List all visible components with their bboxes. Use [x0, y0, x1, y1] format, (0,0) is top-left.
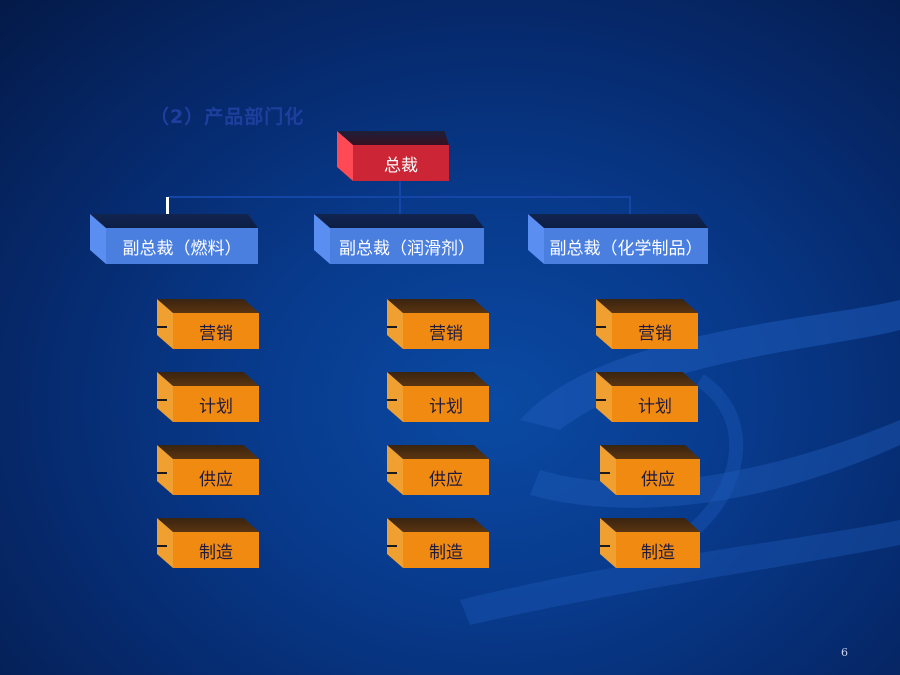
- box-top-face: [90, 214, 258, 228]
- dept-label: 制造: [403, 532, 489, 568]
- box-side-face: [600, 445, 616, 495]
- box-top-face: [387, 518, 489, 532]
- box-side-face: [387, 372, 403, 422]
- dept-label: 供应: [403, 459, 489, 495]
- dept-box-supply[interactable]: 供应: [387, 445, 489, 495]
- vp-box-lubricant[interactable]: 副总裁（润滑剂）: [314, 214, 484, 264]
- dept-label: 营销: [403, 313, 489, 349]
- box-top-face: [314, 214, 484, 228]
- box-tick-mark: [600, 472, 610, 474]
- dept-box-manufacturing[interactable]: 制造: [387, 518, 489, 568]
- dept-box-planning[interactable]: 计划: [157, 372, 259, 422]
- box-side-face: [157, 299, 173, 349]
- president-label: 总裁: [353, 145, 449, 181]
- vp-label: 副总裁（润滑剂）: [330, 228, 484, 264]
- dept-box-planning[interactable]: 计划: [387, 372, 489, 422]
- box-top-face: [528, 214, 708, 228]
- box-side-face: [90, 214, 106, 264]
- dept-label: 营销: [173, 313, 259, 349]
- dept-box-marketing[interactable]: 营销: [596, 299, 698, 349]
- box-side-face: [387, 518, 403, 568]
- box-top-face: [337, 131, 449, 145]
- vp-label: 副总裁（燃料）: [106, 228, 258, 264]
- box-top-face: [596, 299, 698, 313]
- dept-box-supply[interactable]: 供应: [157, 445, 259, 495]
- box-top-face: [596, 372, 698, 386]
- box-top-face: [157, 299, 259, 313]
- dept-box-marketing[interactable]: 营销: [387, 299, 489, 349]
- dept-label: 制造: [173, 532, 259, 568]
- box-tick-mark: [157, 545, 167, 547]
- box-side-face: [157, 445, 173, 495]
- box-tick-mark: [387, 399, 397, 401]
- box-tick-mark: [157, 472, 167, 474]
- dept-box-planning[interactable]: 计划: [596, 372, 698, 422]
- box-side-face: [337, 131, 353, 181]
- box-side-face: [314, 214, 330, 264]
- dept-box-manufacturing[interactable]: 制造: [600, 518, 700, 568]
- box-tick-mark: [596, 399, 606, 401]
- dept-label: 计划: [173, 386, 259, 422]
- box-side-face: [596, 299, 612, 349]
- slide-subtitle: （2）产品部门化: [150, 106, 305, 128]
- box-top-face: [157, 445, 259, 459]
- dept-box-manufacturing[interactable]: 制造: [157, 518, 259, 568]
- box-tick-mark: [387, 472, 397, 474]
- box-side-face: [528, 214, 544, 264]
- box-side-face: [596, 372, 612, 422]
- page-number: 6: [841, 646, 848, 659]
- box-side-face: [157, 518, 173, 568]
- box-tick-mark: [596, 326, 606, 328]
- dept-box-marketing[interactable]: 营销: [157, 299, 259, 349]
- vp-box-fuel[interactable]: 副总裁（燃料）: [90, 214, 258, 264]
- box-top-face: [387, 299, 489, 313]
- president-box[interactable]: 总裁: [337, 131, 449, 181]
- box-side-face: [157, 372, 173, 422]
- dept-label: 计划: [612, 386, 698, 422]
- connector-right: [629, 196, 631, 218]
- box-side-face: [600, 518, 616, 568]
- box-top-face: [157, 372, 259, 386]
- dept-box-supply[interactable]: 供应: [600, 445, 700, 495]
- box-tick-mark: [157, 326, 167, 328]
- dept-label: 营销: [612, 313, 698, 349]
- box-tick-mark: [600, 545, 610, 547]
- dept-label: 供应: [616, 459, 700, 495]
- dept-label: 供应: [173, 459, 259, 495]
- dept-label: 计划: [403, 386, 489, 422]
- box-side-face: [387, 299, 403, 349]
- box-tick-mark: [387, 545, 397, 547]
- connector-center: [399, 180, 401, 218]
- box-top-face: [600, 518, 700, 532]
- dept-label: 制造: [616, 532, 700, 568]
- box-tick-mark: [157, 399, 167, 401]
- box-top-face: [600, 445, 700, 459]
- text-cursor: [166, 197, 169, 223]
- vp-box-chemical[interactable]: 副总裁（化学制品）: [528, 214, 708, 264]
- box-tick-mark: [387, 326, 397, 328]
- box-side-face: [387, 445, 403, 495]
- vp-label: 副总裁（化学制品）: [544, 228, 708, 264]
- box-top-face: [387, 445, 489, 459]
- box-top-face: [387, 372, 489, 386]
- box-top-face: [157, 518, 259, 532]
